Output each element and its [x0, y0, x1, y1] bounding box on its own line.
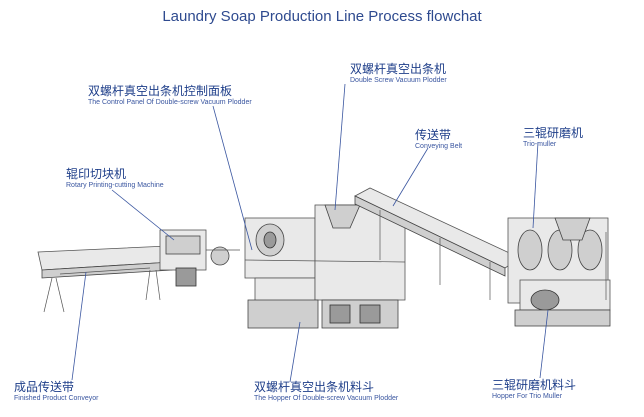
label-plodder-hopper: 双螺杆真空出条机料斗 The Hopper Of Double-screw Va… [254, 380, 398, 403]
diagram-title: Laundry Soap Production Line Process flo… [162, 8, 482, 25]
leader-plodder-hopper [289, 321, 301, 383]
label-control-panel-en: The Control Panel Of Double-screw Vacuum… [88, 99, 252, 106]
label-muller-hopper: 三辊研磨机料斗 Hopper For Trio Muller [492, 378, 576, 401]
label-plodder-en: Double Screw Vacuum Plodder [350, 77, 447, 84]
label-plodder-hopper-zh: 双螺杆真空出条机料斗 [254, 380, 375, 394]
label-muller-hopper-zh: 三辊研磨机料斗 [492, 378, 577, 392]
label-conveying-belt-en: Conveying Belt [415, 143, 463, 150]
leader-plodder [334, 83, 346, 211]
trio-muller-drawing [507, 217, 611, 327]
label-trio-muller-zh: 三辊研磨机 [523, 126, 584, 140]
label-plodder-zh: 双螺杆真空出条机 [350, 62, 447, 76]
label-finished-conveyor-zh: 成品传送带 [14, 380, 75, 394]
label-plodder: 双螺杆真空出条机 Double Screw Vacuum Plodder [350, 62, 447, 85]
label-conveying-belt-zh: 传送带 [415, 128, 452, 142]
label-muller-hopper-en: Hopper For Trio Muller [492, 393, 563, 400]
label-trio-muller-en: Trio-muller [523, 141, 557, 148]
label-finished-conveyor: 成品传送带 Finished Product Conveyor [14, 380, 98, 403]
label-control-panel-zh: 双螺杆真空出条机控制面板 [88, 84, 233, 98]
label-conveying-belt: 传送带 Conveying Belt [415, 128, 462, 151]
vacuum-plodder-drawing [244, 204, 406, 329]
leader-finished-conveyor [71, 271, 87, 381]
label-printing-cutting-zh: 辊印切块机 [66, 167, 127, 181]
label-trio-muller: 三辊研磨机 Trio-muller [523, 126, 583, 149]
label-printing-cutting: 辊印切块机 Rotary Printing-cutting Machine [66, 167, 164, 190]
finished-product-conveyor-drawing [37, 245, 173, 313]
leader-conveying-belt [392, 147, 429, 207]
label-plodder-hopper-en: The Hopper Of Double-screw Vacuum Plodde… [254, 395, 399, 402]
printing-cutting-machine-drawing [159, 229, 240, 287]
label-control-panel: 双螺杆真空出条机控制面板 The Control Panel Of Double… [88, 84, 252, 107]
leader-trio-muller [532, 141, 539, 229]
conveying-belt-drawing [354, 187, 521, 300]
label-printing-cutting-en: Rotary Printing-cutting Machine [66, 182, 164, 189]
leader-muller-hopper [539, 309, 549, 379]
leader-printing-cutting [111, 189, 175, 241]
leader-control-panel [212, 105, 253, 251]
label-finished-conveyor-en: Finished Product Conveyor [14, 395, 99, 402]
